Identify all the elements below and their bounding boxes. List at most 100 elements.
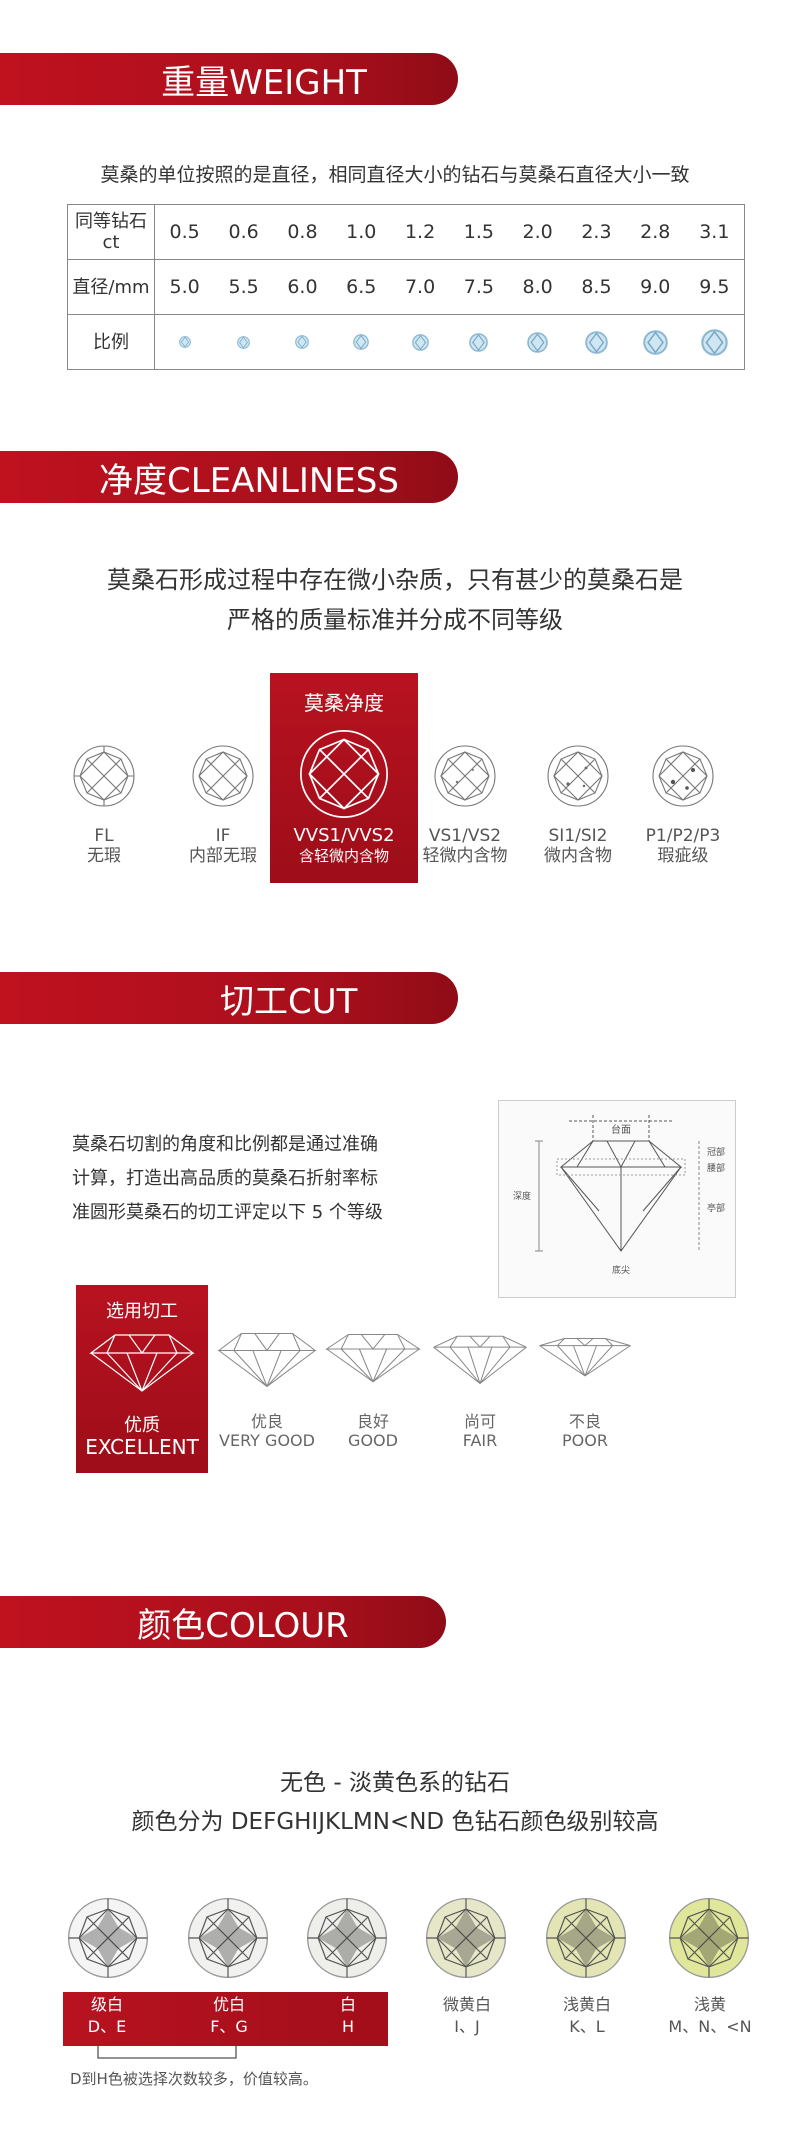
cut-title: 切工CUT — [220, 981, 358, 1022]
row-header-ct: 同等钻石 ct — [67, 204, 155, 260]
cut-banner: 切工CUT — [0, 972, 458, 1024]
colour-grade-kl: 浅黄白 K、L — [532, 1994, 642, 2038]
size-gem-icon — [273, 314, 332, 370]
clarity-highlight-label: 莫桑净度 — [304, 691, 384, 715]
colour-grade-cn: 优白 — [212, 1995, 245, 2014]
table-cell: 9.5 — [684, 259, 745, 315]
clarity-highlight-panel: 莫桑净度 — [270, 673, 418, 883]
cut-intro-line: 计算，打造出高品质的莫桑石折射率标 — [72, 1168, 378, 1189]
clarity-fl-diamond-icon — [73, 745, 135, 807]
clarity-if-diamond-icon — [192, 745, 254, 807]
colour-grade-ij: 微黄白 I、J — [412, 1994, 522, 2038]
table-cell: 5.5 — [214, 259, 274, 315]
clarity-name: 瑕疵级 — [657, 846, 709, 866]
clarity-code: SI1/SI2 — [548, 826, 608, 846]
size-gem-icon — [449, 314, 509, 370]
colour-diamond-icon — [545, 1897, 627, 1979]
clarity-code: P1/P2/P3 — [645, 826, 721, 846]
clarity-vs-diamond-icon — [434, 745, 496, 807]
colour-diamond-icon — [187, 1897, 269, 1979]
cut-grade-en: EXCELLENT — [85, 1435, 199, 1459]
size-gem-icon — [625, 314, 685, 370]
colour-title: 颜色COLOUR — [137, 1605, 349, 1646]
cut-intro-line: 莫桑石切割的角度和比例都是通过准确 — [72, 1134, 378, 1155]
table-cell: 2.3 — [567, 204, 626, 260]
clarity-code: VVS1/VVS2 — [293, 825, 395, 846]
cut-grade-cn: 优良 — [250, 1412, 283, 1431]
cut-grade-en: GOOD — [348, 1431, 398, 1450]
cut-highlight-label: 选用切工 — [106, 1301, 178, 1322]
size-gem-icon — [214, 314, 274, 370]
cleanliness-banner: 净度CLEANLINESS — [0, 451, 458, 503]
colour-grade-h: 白 H — [293, 1994, 403, 2038]
colour-grade-code: H — [341, 2017, 355, 2036]
diagram-label-pavilion: 亭部 — [707, 1202, 725, 1214]
diagram-label-girdle: 腰部 — [707, 1162, 725, 1174]
clarity-name: 轻微内含物 — [422, 846, 508, 866]
clarity-si: SI1/SI2 微内含物 — [518, 826, 638, 866]
clarity-vvs-diamond-icon — [300, 730, 388, 818]
colour-grade-cn: 白 — [339, 1995, 356, 2014]
clarity-p-diamond-icon — [652, 745, 714, 807]
diamond-side-icon — [217, 1332, 317, 1388]
size-gem-icon — [154, 314, 215, 370]
table-cell: 5.0 — [154, 259, 215, 315]
table-cell: 9.0 — [625, 259, 685, 315]
cleanliness-intro-line2: 严格的质量标准并分成不同等级 — [227, 606, 563, 634]
clarity-code: FL — [94, 826, 114, 846]
clarity-code: VS1/VS2 — [428, 826, 502, 846]
cut-grade-cn: 优质 — [124, 1415, 160, 1436]
table-cell: 6.0 — [273, 259, 332, 315]
colour-grade-code: D、E — [87, 2017, 127, 2036]
colour-grade-cn: 微黄白 — [442, 1995, 491, 2014]
size-gem-icon — [390, 314, 450, 370]
colour-intro-line2: 颜色分为 DEFGHIJKLMN<ND 色钻石颜色级别较高 — [131, 1809, 659, 1835]
diamond-side-icon — [433, 1335, 527, 1385]
clarity-name: 含轻微内含物 — [298, 847, 389, 865]
table-cell: 1.2 — [390, 204, 450, 260]
table-row: 同等钻石 ct 0.5 0.6 0.8 1.0 1.2 1.5 2.0 2.3 … — [67, 204, 745, 260]
cleanliness-intro-line1: 莫桑石形成过程中存在微小杂质，只有甚少的莫桑石是 — [107, 566, 683, 594]
colour-grade-cn: 浅黄白 — [562, 1995, 611, 2014]
colour-diamond-icon — [306, 1897, 388, 1979]
colour-grade-code: K、L — [569, 2017, 605, 2036]
colour-grade-code: M、N、<N — [668, 2017, 752, 2036]
cleanliness-title: 净度CLEANLINESS — [99, 460, 399, 501]
table-cell: 1.5 — [449, 204, 509, 260]
colour-grade-de: 级白 D、E — [52, 1994, 162, 2038]
table-cell: 7.0 — [390, 259, 450, 315]
colour-grade-cn: 浅黄 — [693, 1995, 726, 2014]
diagram-label-culet: 底尖 — [612, 1264, 630, 1276]
diamond-side-icon — [89, 1334, 195, 1392]
cut-intro-line: 准圆形莫桑石的切工评定以下 5 个等级 — [72, 1202, 383, 1223]
colour-grade-mn: 浅黄 M、N、<N — [655, 1994, 765, 2038]
colour-grade-cn: 级白 — [90, 1995, 123, 2014]
diamond-side-icon — [539, 1338, 631, 1377]
table-cell: 8.5 — [567, 259, 626, 315]
colour-grade-code: F、G — [210, 2017, 248, 2036]
clarity-name: 内部无瑕 — [189, 846, 257, 866]
cut-highlight-panel: 选用切工 优质 EXCELLENT — [76, 1285, 208, 1473]
row-header-mm: 直径/mm — [67, 259, 155, 315]
cut-grade-cn: 不良 — [568, 1412, 601, 1431]
cut-grade-en: VERY GOOD — [219, 1431, 315, 1450]
diagram-label-table: 台面 — [611, 1123, 631, 1136]
colour-note: D到H色被选择次数较多，价值较高。 — [70, 2070, 318, 2088]
size-gem-icon — [331, 314, 391, 370]
clarity-fl: FL 无瑕 — [44, 826, 164, 866]
clarity-vvs: VVS1/VVS2 含轻微内含物 — [284, 826, 404, 866]
colour-grade-fg: 优白 F、G — [174, 1994, 284, 2038]
table-cell: 7.5 — [449, 259, 509, 315]
cut-grade-cn: 尚可 — [463, 1412, 496, 1431]
table-cell: 0.5 — [154, 204, 215, 260]
cut-grade-fair: 尚可 FAIR — [425, 1412, 535, 1450]
table-cell: 8.0 — [508, 259, 568, 315]
diamond-profile-icon: 台面 冠部 腰部 亭部 深度 底尖 — [513, 1115, 725, 1276]
clarity-p: P1/P2/P3 瑕疵级 — [623, 826, 743, 866]
colour-intro-line1: 无色 - 淡黄色系的钻石 — [280, 1770, 510, 1796]
cut-grade-cn: 良好 — [356, 1412, 389, 1431]
weight-intro: 莫桑的单位按照的是直径，相同直径大小的钻石与莫桑石直径大小一致 — [100, 164, 690, 186]
diagram-label-depth: 深度 — [513, 1190, 531, 1202]
cut-grade-very-good: 优良 VERY GOOD — [212, 1412, 322, 1450]
colour-grade-code: I、J — [454, 2017, 480, 2036]
